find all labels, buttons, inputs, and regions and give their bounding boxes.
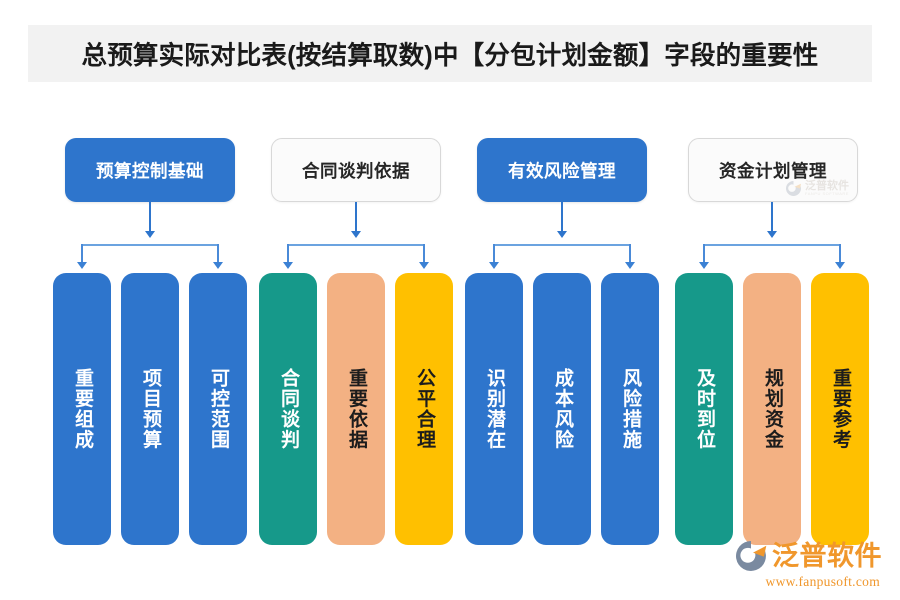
bar-important-basis[interactable]: 重要依据 <box>327 273 385 545</box>
connector-arrow-stem-2 <box>351 231 361 238</box>
bar-label: 合同谈判 <box>277 368 299 450</box>
brand-logo: 泛普软件 www.fanpusoft.com <box>734 539 882 590</box>
bar-contract-negotiation[interactable]: 合同谈判 <box>259 273 317 545</box>
bar-label: 重要参考 <box>829 368 851 450</box>
connector-stem-1 <box>149 202 151 233</box>
connector-drop-2-left <box>287 244 289 264</box>
bar-label: 风险措施 <box>619 368 641 450</box>
connector-drop-3-right <box>629 244 631 264</box>
connector-drop-2-right <box>423 244 425 264</box>
brand-url: www.fanpusoft.com <box>765 574 880 589</box>
connector-drop-1-right <box>217 244 219 264</box>
title-banner: 总预算实际对比表(按结算取数)中【分包计划金额】字段的重要性 <box>28 25 872 82</box>
connector-stem-4 <box>771 202 773 233</box>
fanpu-logo-mark-icon <box>736 541 767 571</box>
fanpu-logo-mark-icon <box>786 181 801 196</box>
connector-arrow-4-right <box>835 262 845 269</box>
connector-arrow-2-right <box>419 262 429 269</box>
brand-name: 泛普软件 <box>772 540 882 571</box>
connector-arrow-stem-1 <box>145 231 155 238</box>
connector-hbar-3 <box>494 244 630 246</box>
connector-arrow-1-right <box>213 262 223 269</box>
bar-plan-funds[interactable]: 规划资金 <box>743 273 801 545</box>
connector-arrow-3-left <box>489 262 499 269</box>
bar-label: 重要依据 <box>345 368 367 450</box>
top-box-label: 有效风险管理 <box>508 160 616 181</box>
bar-important-component[interactable]: 重要组成 <box>53 273 111 545</box>
connector-drop-1-left <box>81 244 83 264</box>
bar-label: 识别潜在 <box>483 368 505 450</box>
connector-drop-4-right <box>839 244 841 264</box>
connector-hbar-1 <box>82 244 218 246</box>
brand-row: 泛普软件 <box>734 539 882 573</box>
bar-identify-potential[interactable]: 识别潜在 <box>465 273 523 545</box>
connector-arrow-3-right <box>625 262 635 269</box>
bar-cost-risk[interactable]: 成本风险 <box>533 273 591 545</box>
connector-hbar-2 <box>288 244 424 246</box>
bar-label: 及时到位 <box>693 368 715 450</box>
top-box-budget-control[interactable]: 预算控制基础 <box>65 138 235 202</box>
bar-label: 规划资金 <box>761 368 783 450</box>
bar-important-reference[interactable]: 重要参考 <box>811 273 869 545</box>
bar-label: 项目预算 <box>139 368 161 450</box>
connector-arrow-1-left <box>77 262 87 269</box>
watermark-name: 泛普软件 <box>805 180 849 192</box>
fanpu-watermark: 泛普软件 FANPU SOFTWARE <box>785 180 849 197</box>
connector-arrow-2-left <box>283 262 293 269</box>
top-box-risk-management[interactable]: 有效风险管理 <box>477 138 647 202</box>
top-box-fund-planning[interactable]: 资金计划管理 泛普软件 FANPU SOFTWARE <box>688 138 858 202</box>
top-box-label: 合同谈判依据 <box>302 160 410 181</box>
connector-arrow-4-left <box>699 262 709 269</box>
connector-hbar-4 <box>704 244 840 246</box>
bar-label: 重要组成 <box>71 368 93 450</box>
top-box-label: 资金计划管理 <box>719 160 827 181</box>
bar-timely-arrival[interactable]: 及时到位 <box>675 273 733 545</box>
bar-fair-reasonable[interactable]: 公平合理 <box>395 273 453 545</box>
page-title: 总预算实际对比表(按结算取数)中【分包计划金额】字段的重要性 <box>81 42 819 70</box>
connector-stem-3 <box>561 202 563 233</box>
bar-label: 成本风险 <box>551 368 573 450</box>
connector-drop-4-left <box>703 244 705 264</box>
top-box-label: 预算控制基础 <box>96 160 204 181</box>
connector-stem-2 <box>355 202 357 233</box>
watermark-sub: FANPU SOFTWARE <box>805 191 849 196</box>
bar-label: 可控范围 <box>207 368 229 450</box>
connector-drop-3-left <box>493 244 495 264</box>
bar-project-budget[interactable]: 项目预算 <box>121 273 179 545</box>
connector-arrow-stem-3 <box>557 231 567 238</box>
bar-label: 公平合理 <box>413 368 435 450</box>
connector-arrow-stem-4 <box>767 231 777 238</box>
top-box-contract-negotiation[interactable]: 合同谈判依据 <box>271 138 441 202</box>
bar-risk-measures[interactable]: 风险措施 <box>601 273 659 545</box>
bar-controllable-scope[interactable]: 可控范围 <box>189 273 247 545</box>
